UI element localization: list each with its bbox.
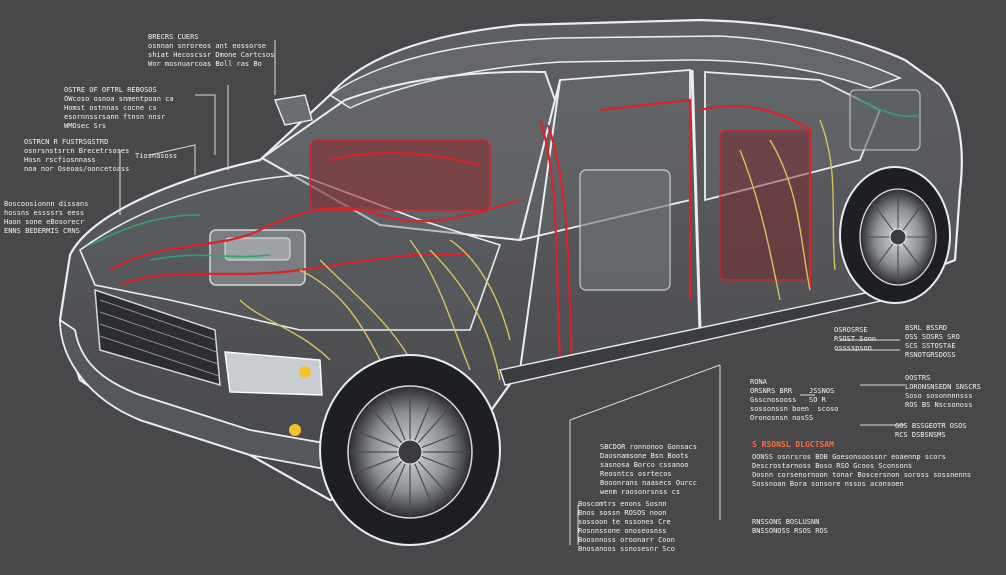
grille xyxy=(94,288,221,387)
rear-door-module xyxy=(719,129,811,281)
yellow-wiring xyxy=(239,119,836,381)
front-wheel xyxy=(319,354,501,546)
label-roof: BRECRS CUERS osnnan snroreos ant eossors… xyxy=(148,33,275,68)
headlight-amber-lamp xyxy=(299,366,311,378)
label-wheel-top-left: OSROSRSE RSOST Sonn osssspson xyxy=(834,326,877,352)
dashboard-module xyxy=(309,139,491,211)
b-pillar xyxy=(690,69,702,331)
headlight xyxy=(224,351,323,396)
leader-lines xyxy=(119,40,905,545)
rear-electronics xyxy=(849,89,921,151)
label-fender: Boscoosionnn dissans hossns essssrs eess… xyxy=(4,200,89,235)
label-door-lower: SBCDOR ronnonoo Gonsacs Daosnamsone Bsn … xyxy=(600,443,697,496)
fog-lamp xyxy=(289,424,301,436)
label-mid-left: RONA ORSNRS BRR JSSNOS Gsscnosooss SO R … xyxy=(750,378,839,422)
engine-cover xyxy=(224,237,291,261)
label-hood-side: Tiosnasoss xyxy=(135,152,178,160)
label-mid-right-low: GOS BSSGEOTR OSOS RCS DSBSNSMS xyxy=(895,422,967,439)
door-seam-front xyxy=(519,79,561,371)
roof-panel xyxy=(328,35,903,109)
label-hood-mid: OSTRCN R FUSTRSGSTRD osnrsnstsrcn Brecet… xyxy=(24,138,130,173)
label-rocker: Boscomtrs enons Sosnn Bnos sossn ROSOS n… xyxy=(578,500,675,553)
seat-electronics xyxy=(579,169,671,291)
label-system-lines: OONSS osnrsros BOB Goesonsoossnr eoaennp… xyxy=(752,453,972,488)
label-bottom-right: RNSSONS BOSLUSNN BNSSONOSS RSOS ROS xyxy=(752,518,828,535)
label-wheel-top-right: BSRL BSSRD OSS SOSRS SRO SCS SSTOSTAE RS… xyxy=(905,324,960,359)
red-wiring-harness xyxy=(109,98,812,366)
label-hood-top: OSTRE OF OFTRL REBOSOS OWcoso osnoa snme… xyxy=(64,86,174,130)
label-system-title: S RSONSL DLGCTSAM xyxy=(752,440,834,449)
rear-wheel xyxy=(839,166,951,304)
label-mid-right: OOSTRS LORONSNSEDN SNSCRS Soso sosonnnns… xyxy=(905,374,981,409)
green-wiring xyxy=(89,99,921,261)
grille-slats xyxy=(99,299,220,377)
side-mirror xyxy=(274,94,313,126)
